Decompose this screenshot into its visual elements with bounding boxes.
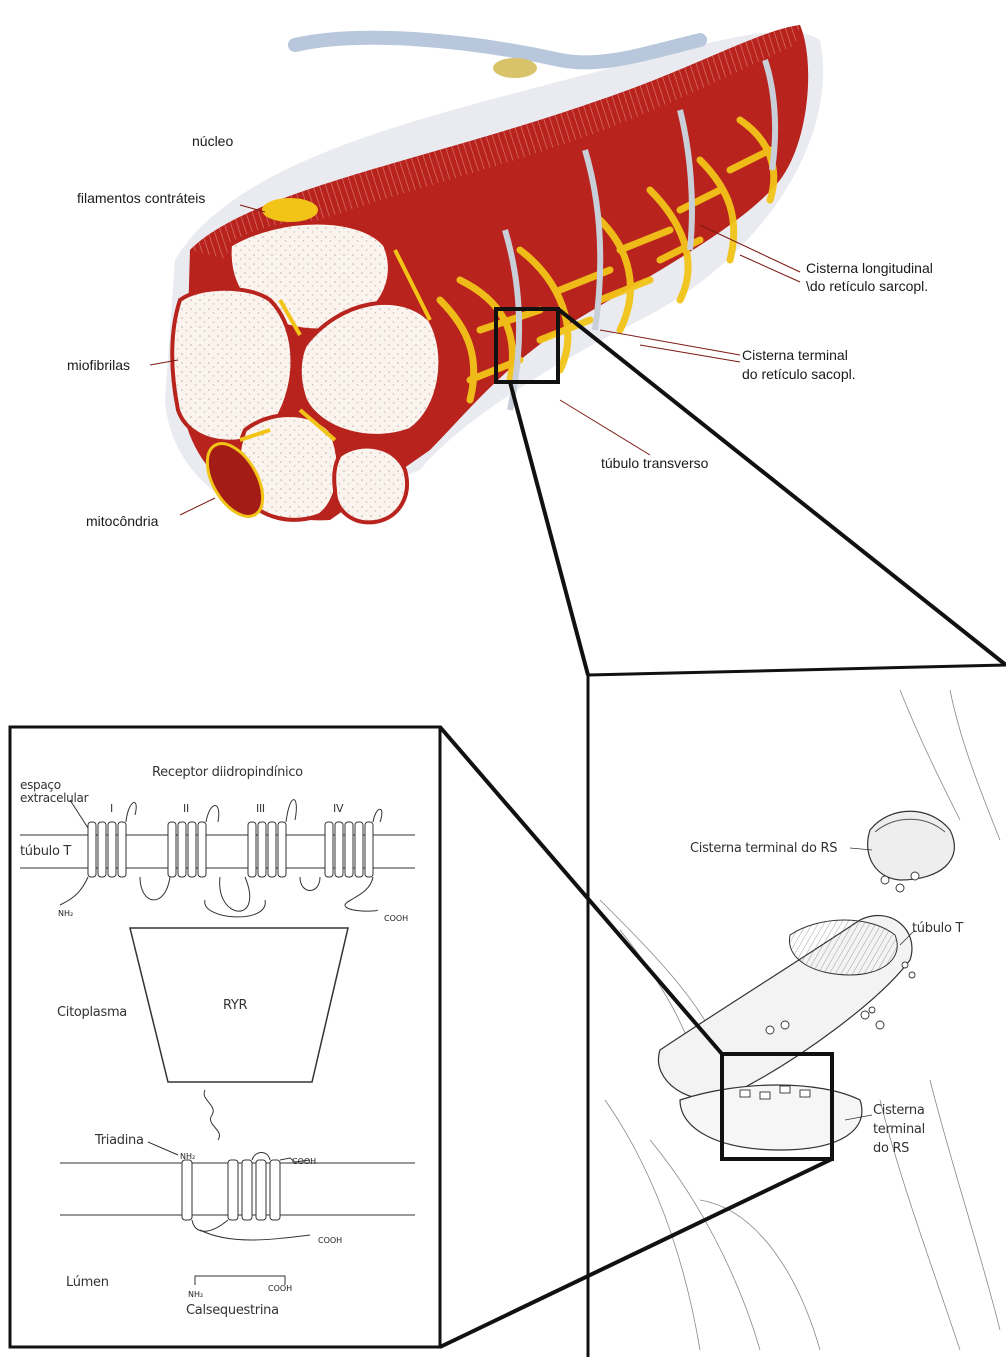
label-cytoplasm: Citoplasma <box>57 1004 127 1021</box>
label-cistern-right-2: terminal <box>873 1121 925 1138</box>
label-nucleus: núcleo <box>192 133 233 150</box>
label-lumen: Lúmen <box>66 1274 109 1291</box>
muscle-fiber-illustration <box>150 25 823 526</box>
label-terminal-cistern-1: Cisterna terminal <box>742 347 848 364</box>
label-cistern-right-1: Cisterna <box>873 1102 924 1119</box>
molecular-diagram <box>10 727 832 1347</box>
label-longitudinal-cistern-2: \do retículo sarcopl. <box>806 278 928 295</box>
label-domain-1: I <box>110 800 113 817</box>
label-calsequestrin: Calsequestrina <box>186 1302 279 1319</box>
label-nh2-triadin: NH₂ <box>180 1148 195 1165</box>
label-mitochondria: mitocôndria <box>86 513 158 530</box>
label-triadin: Triadina <box>95 1132 144 1149</box>
label-domain-2: II <box>183 800 189 817</box>
label-extracellular-2: extracelular <box>20 792 88 805</box>
label-cooh-upper: COOH <box>292 1153 316 1170</box>
label-dhpr: Receptor diidropindínico <box>152 764 303 781</box>
label-transverse-tubule: túbulo transverso <box>601 455 708 472</box>
label-contractile-filaments: filamentos contráteis <box>77 190 205 207</box>
label-longitudinal-cistern-1: Cisterna longitudinal <box>806 260 933 277</box>
label-cooh-calseq: COOH <box>268 1280 292 1297</box>
label-cistern-right-3: do RS <box>873 1140 909 1157</box>
triad-illustration <box>588 665 1006 1357</box>
label-t-tubule-left: túbulo T <box>20 843 71 860</box>
label-ryr: RYR <box>223 997 247 1014</box>
label-cooh-lower: COOH <box>318 1232 342 1249</box>
yellow-cap-shape <box>262 198 318 222</box>
label-nh2-top: NH₂ <box>58 905 73 922</box>
label-t-tubule-right: túbulo T <box>912 920 963 937</box>
label-terminal-cistern-2: do retículo sacopl. <box>742 366 856 383</box>
label-terminal-cistern-rs: Cisterna terminal do RS <box>690 840 837 857</box>
label-cooh-top: COOH <box>384 910 408 927</box>
label-domain-3: III <box>256 800 265 817</box>
label-domain-4: IV <box>333 800 343 817</box>
label-myofibrils: miofibrilas <box>67 357 130 374</box>
label-nh2-calseq: NH₂ <box>188 1286 203 1303</box>
